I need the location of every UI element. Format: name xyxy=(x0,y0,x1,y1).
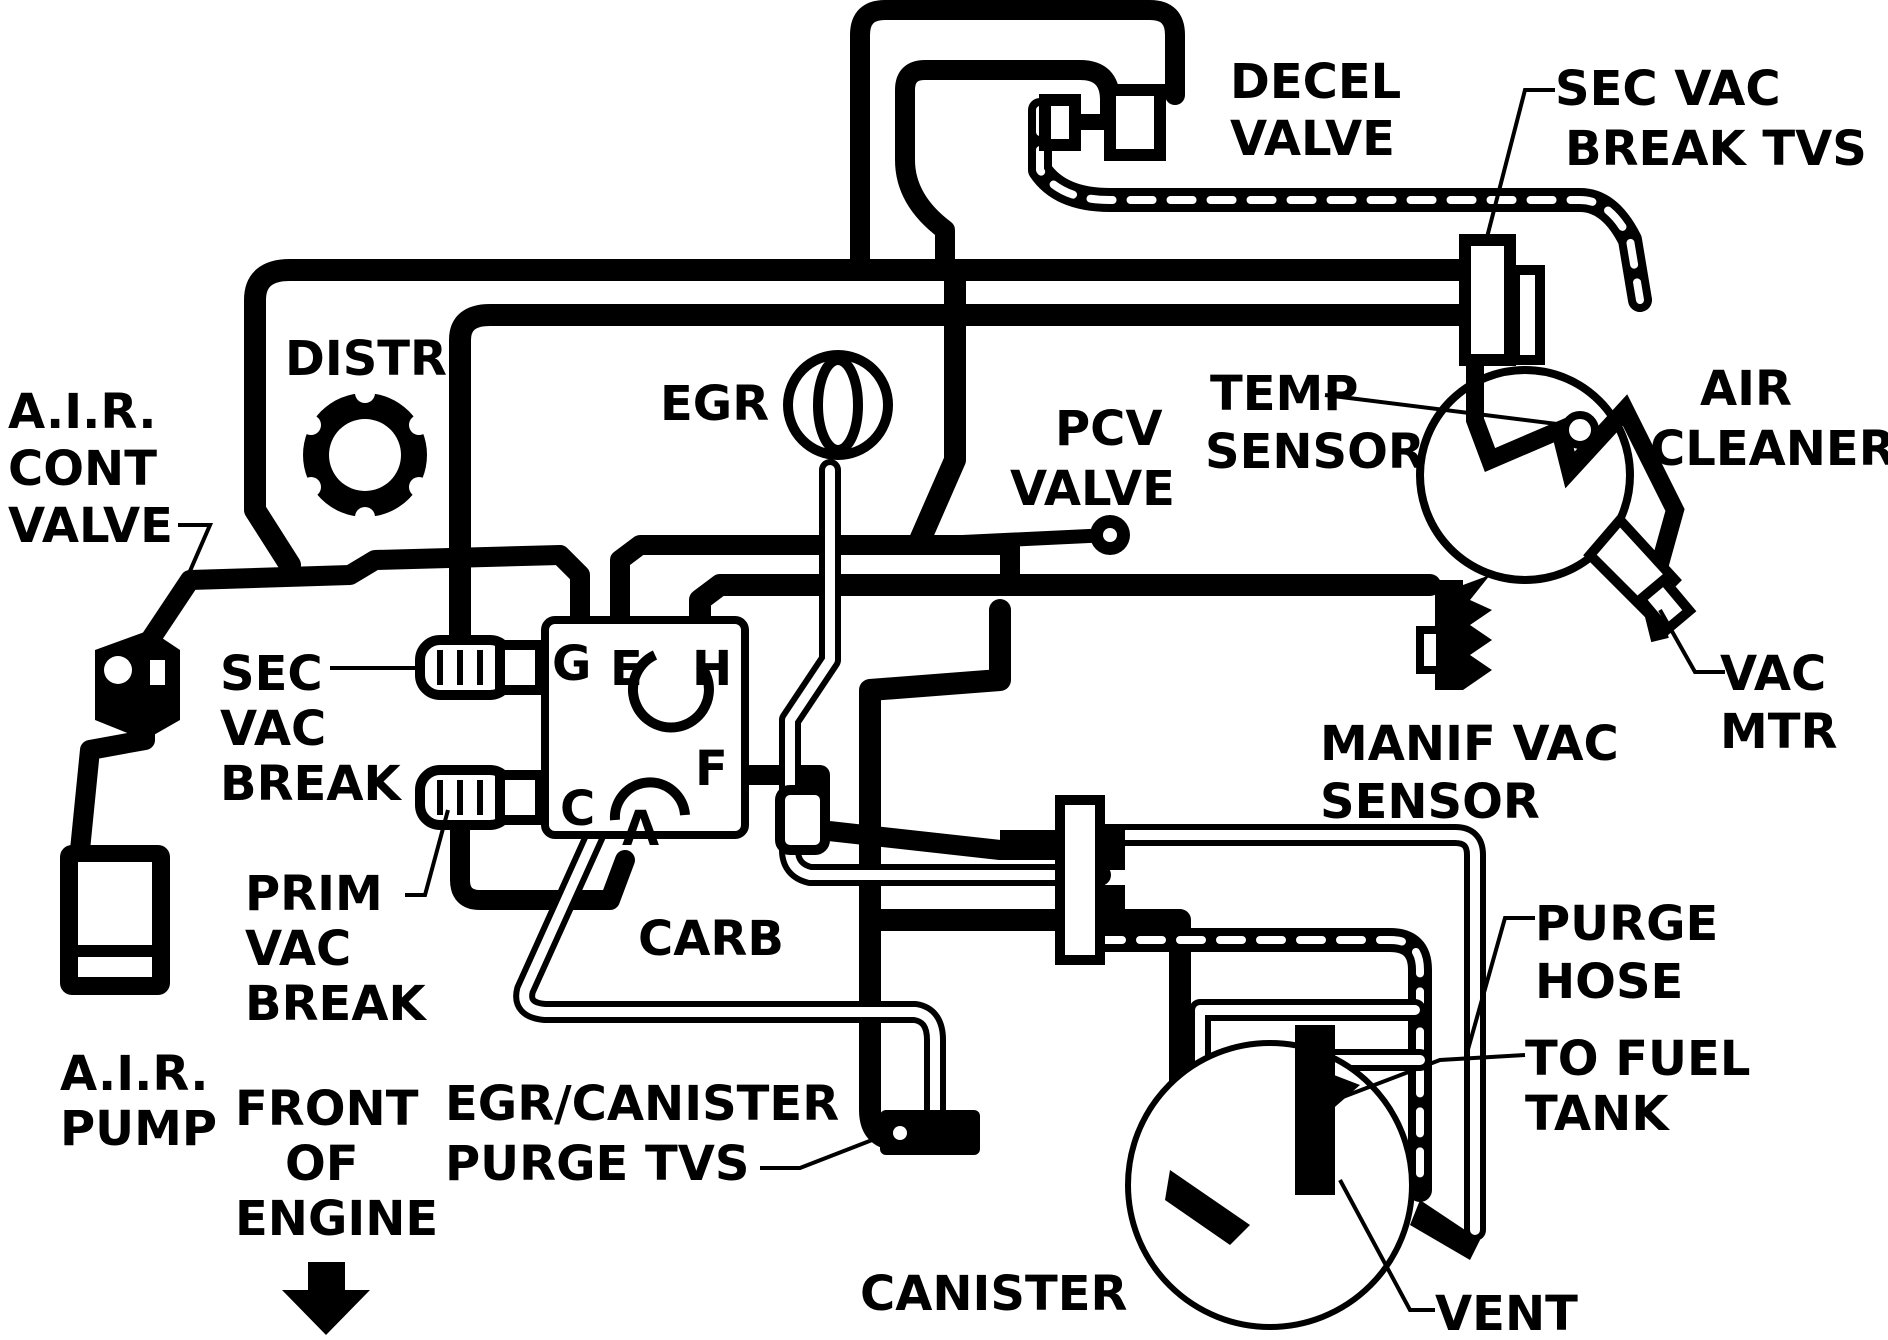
label-air-cleaner: AIR CLEANER xyxy=(1650,361,1888,477)
hose-to-fuel-tank-inner xyxy=(1095,830,1480,1235)
carb-port-g: G xyxy=(552,636,591,692)
secondary-vacuum-break xyxy=(415,635,545,700)
carburetor xyxy=(541,616,749,839)
hose-purge-dash xyxy=(1096,936,1424,1194)
air-pump xyxy=(60,845,170,995)
leader-vent xyxy=(1338,1179,1435,1312)
leader-purge-hose xyxy=(1463,916,1535,1061)
component-labels: DECEL VALVE SEC VAC BREAK TVS DISTR EGR … xyxy=(8,54,1888,1340)
label-vent: VENT xyxy=(1435,1286,1578,1335)
carb-port-c: C xyxy=(560,781,595,837)
front-of-engine-arrow xyxy=(282,1262,370,1335)
pcv-valve-fitting xyxy=(1090,515,1130,555)
hose-distributor-lower xyxy=(449,304,1486,666)
label-canister: CANISTER xyxy=(860,1266,1127,1322)
hose-sec-vac-tvs-dash xyxy=(1036,106,1644,304)
hose-canister-purge-inner xyxy=(519,830,940,1130)
hose-decel-outer xyxy=(850,0,1185,275)
carb-port-h: H xyxy=(692,641,732,697)
leader-prim-vac-break xyxy=(405,809,450,897)
carb-port-f: F xyxy=(695,741,728,797)
hose-distributor-to-air-cleaner xyxy=(244,259,1491,576)
hose-manifold-vacuum xyxy=(689,574,1441,651)
leader-lines xyxy=(158,88,1725,1312)
label-distr: DISTR xyxy=(285,331,447,387)
label-air-cont-valve: A.I.R. CONT VALVE xyxy=(8,384,174,554)
label-air-pump: A.I.R. PUMP xyxy=(60,1046,225,1157)
leader-air-cont-valve xyxy=(158,523,214,641)
label-pcv-valve: PCV VALVE xyxy=(1010,401,1179,517)
carb-port-e: E xyxy=(610,641,643,697)
label-egr: EGR xyxy=(660,376,769,432)
hose-decel-inner xyxy=(895,60,1120,280)
egr-valve xyxy=(783,350,893,460)
label-sec-vac-break-tvs: SEC VAC BREAK TVS xyxy=(1555,61,1867,177)
vacuum-hoses xyxy=(70,0,1491,1201)
primary-vacuum-break xyxy=(415,765,545,830)
leader-temp-sensor xyxy=(1324,393,1566,427)
leader-egr-canister-tvs xyxy=(760,1133,886,1170)
f-port-fitting xyxy=(775,785,830,855)
manifold-vacuum-sensor xyxy=(1416,575,1492,690)
air-cleaner xyxy=(1416,234,1685,643)
canister xyxy=(1125,1025,1480,1330)
canister-tee-fittings xyxy=(1000,795,1125,965)
distributor xyxy=(301,383,429,527)
label-to-fuel-tank: TO FUEL TANK xyxy=(1525,1031,1767,1142)
hose-air-control-valve xyxy=(140,545,590,650)
label-decel-valve: DECEL VALVE xyxy=(1230,54,1418,167)
label-prim-vac-break: PRIM VAC BREAK xyxy=(245,866,427,1032)
label-carb: CARB xyxy=(638,911,784,967)
decel-valve xyxy=(1039,84,1166,161)
leader-sec-vac-break-tvs xyxy=(1483,88,1555,246)
hose-egr-tvs-inner xyxy=(785,465,1105,880)
leader-to-fuel-tank xyxy=(1334,1053,1526,1102)
vacuum-motor xyxy=(1583,512,1697,638)
hose-center-vertical xyxy=(909,259,966,551)
carb-port-a: A xyxy=(622,801,659,857)
label-manif-vac-sensor: MANIF VAC SENSOR xyxy=(1320,716,1635,830)
label-front-of-engine: FRONT OF ENGINE xyxy=(235,1081,438,1247)
hose-pcv-line xyxy=(893,528,1117,552)
carb-port-letters: G E H F C A xyxy=(552,636,732,857)
label-purge-hose: PURGE HOSE xyxy=(1535,896,1735,1010)
label-vac-mtr: VAC MTR xyxy=(1720,646,1843,760)
egr-canister-purge-tvs xyxy=(880,1110,980,1155)
leader-vac-mtr xyxy=(1658,609,1725,674)
air-control-valve xyxy=(95,630,180,740)
hose-carb-top xyxy=(610,535,1020,650)
hose-prim-vac-loop xyxy=(450,790,635,910)
label-temp-sensor: TEMP SENSOR xyxy=(1205,366,1425,480)
label-sec-vac-break: SEC VAC BREAK xyxy=(220,646,402,812)
label-egr-canister-purge-tvs: EGR/CANISTER PURGE TVS xyxy=(445,1076,856,1192)
